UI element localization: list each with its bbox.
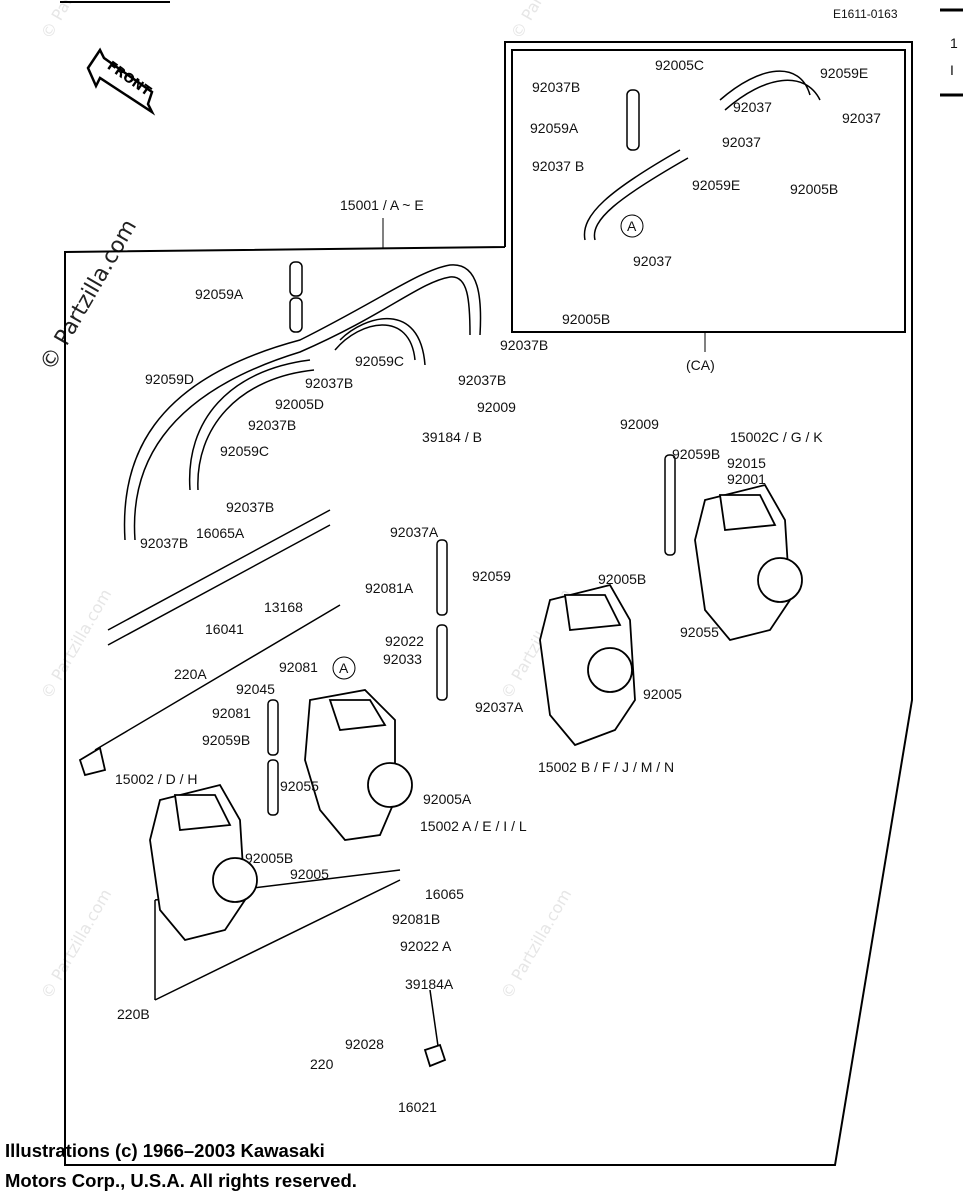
part-label: 92005B	[562, 311, 610, 327]
part-label: 92005D	[275, 396, 324, 412]
part-label: 92037B	[458, 372, 506, 388]
ref-circle-label: A	[339, 660, 349, 676]
copyright-line-2: Motors Corp., U.S.A. All rights reserved…	[5, 1170, 357, 1191]
part-label: 92081B	[392, 911, 440, 927]
part-label: 13168	[264, 599, 303, 615]
hoses	[94, 70, 821, 1061]
part-label: 92037B	[140, 535, 188, 551]
carburetor-c	[694, 483, 803, 642]
ca-label: (CA)	[686, 357, 715, 373]
edge-mark: I	[950, 62, 954, 78]
ref-circle-label: A	[627, 218, 637, 234]
part-label: 92081A	[365, 580, 414, 596]
part-label: 92005B	[598, 571, 646, 587]
part-label: 16041	[205, 621, 244, 637]
assembly-label: 15001 / A ~ E	[340, 197, 424, 213]
part-label: 92005	[643, 686, 682, 702]
watermark-main: © Partzilla.com	[36, 215, 143, 375]
part-label: 15002 B / F / J / M / N	[538, 759, 674, 775]
carburetor-b	[539, 583, 636, 747]
carburetors	[78, 483, 803, 1068]
watermark: © Partzilla.com	[507, 0, 585, 42]
part-label: 92037	[633, 253, 672, 269]
part-label: 92045	[236, 681, 275, 697]
part-label: 92059A	[195, 286, 244, 302]
diagram-code: E1611-0163	[833, 7, 898, 21]
part-label: 16065A	[196, 525, 245, 541]
part-label: 220B	[117, 1006, 150, 1022]
part-label: 92005A	[423, 791, 472, 807]
part-label: 92055	[280, 778, 319, 794]
part-label: 92009	[477, 399, 516, 415]
part-label: 92037B	[248, 417, 296, 433]
edge-mark: 1	[950, 35, 958, 51]
part-label: 92059E	[820, 65, 868, 81]
part-label: 92059E	[692, 177, 740, 193]
part-label: 92037B	[532, 79, 580, 95]
part-label: 92081	[212, 705, 251, 721]
part-label: 92022 A	[400, 938, 452, 954]
part-label: 92015	[727, 455, 766, 471]
assembly-boundary	[64, 41, 913, 1166]
watermarks: © Partzilla.com © Partzilla.com © Partzi…	[36, 0, 586, 1002]
part-label: 92059B	[202, 732, 250, 748]
part-label: 92009	[620, 416, 659, 432]
part-label: 92005B	[790, 181, 838, 197]
part-label: 15002 / D / H	[115, 771, 198, 787]
part-label: 92037B	[305, 375, 353, 391]
part-label: 92037	[722, 134, 761, 150]
part-labels: 92059A 92037B 92059C 92037B 92059D 92037…	[115, 286, 823, 1115]
ca-box	[511, 49, 906, 333]
part-label: 92005C	[655, 57, 704, 73]
part-label: 92059D	[145, 371, 194, 387]
part-label: 92055	[680, 624, 719, 640]
part-label: 92059	[472, 568, 511, 584]
watermark: © Partzilla.com	[497, 886, 575, 1002]
part-label: 92037A	[475, 699, 524, 715]
watermark: © Partzilla.com	[37, 886, 115, 1002]
part-label: 39184A	[405, 976, 454, 992]
watermark: © Partzilla.com	[37, 586, 115, 702]
part-label: 92059C	[355, 353, 404, 369]
part-label: 92037 B	[532, 158, 584, 174]
part-label: 220A	[174, 666, 207, 682]
ca-part-labels: 92037B 92005C 92059E 92037 92037 92059A …	[530, 57, 881, 327]
part-label: 92033	[383, 651, 422, 667]
part-label: 92005B	[245, 850, 293, 866]
adjust-screw	[423, 1043, 447, 1068]
part-label: 92037B	[500, 337, 548, 353]
part-label: 39184 / B	[422, 429, 482, 445]
part-label: 92081	[279, 659, 318, 675]
part-label: 92037A	[390, 524, 439, 540]
part-label: 15002 A / E / I / L	[420, 818, 527, 834]
part-label: 92059C	[220, 443, 269, 459]
part-label: 92001	[727, 471, 766, 487]
part-label: 92005	[290, 866, 329, 882]
watermark: © Partzilla.com	[37, 0, 115, 42]
carburetor-a	[304, 689, 413, 841]
front-arrow-icon: FRONT	[86, 47, 156, 116]
part-label: 92037B	[226, 499, 274, 515]
part-label: 92028	[345, 1036, 384, 1052]
part-label: 92022	[385, 633, 424, 649]
part-label: 16021	[398, 1099, 437, 1115]
part-label: 15002C / G / K	[730, 429, 823, 445]
part-label: 16065	[425, 886, 464, 902]
part-label: 92059B	[672, 446, 720, 462]
part-label: 92037	[842, 110, 881, 126]
copyright-line-1: Illustrations (c) 1966–2003 Kawasaki	[5, 1140, 325, 1161]
part-label: 92059A	[530, 120, 579, 136]
part-label: 220	[310, 1056, 334, 1072]
idle-knob	[78, 746, 107, 777]
part-label: 92037	[733, 99, 772, 115]
carburetor-d	[149, 783, 258, 942]
